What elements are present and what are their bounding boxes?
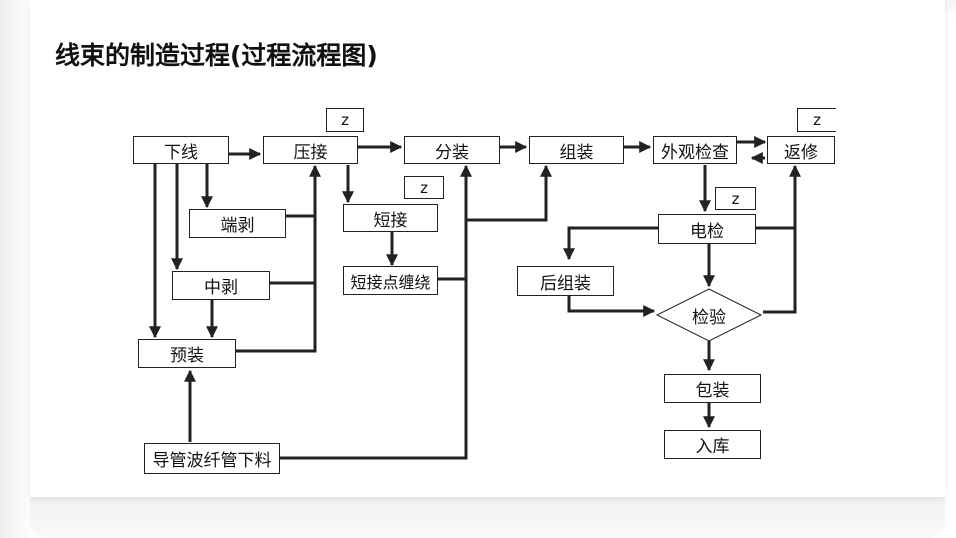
node-zuzhuang: 组装 <box>529 136 624 164</box>
line-jianyan-fanxiu <box>763 228 797 314</box>
node-yuzhuang: 预装 <box>138 339 236 368</box>
node-baozhuang: 包装 <box>664 374 761 403</box>
node-xiaxian: 下线 <box>133 136 229 164</box>
node-fenzhuang: 分装 <box>404 136 500 164</box>
node-houzuzhuang: 后组装 <box>517 266 614 296</box>
decision-diamond <box>655 288 763 342</box>
left-shadow <box>0 0 34 538</box>
page-title: 线束的制造过程(过程流程图) <box>55 41 378 70</box>
node-ruku: 入库 <box>664 430 761 459</box>
node-fanxiu: 返修 <box>767 136 835 164</box>
node-jianyan: 检验 <box>692 307 726 328</box>
node-duanjie: 短接 <box>343 204 438 232</box>
arrow-to-zuzhuang <box>466 164 552 222</box>
node-duanjie-dian-chanrao: 短接点缠绕 <box>343 266 438 295</box>
content-panel <box>30 0 945 497</box>
z-mark-duanjie: z <box>404 176 444 199</box>
node-daoguan-xialiao: 导管波纤管下料 <box>144 443 280 474</box>
node-duanbo: 端剥 <box>189 209 286 238</box>
z-mark-fanxiu: z <box>797 108 836 132</box>
node-waiguan-jiancha: 外观检查 <box>653 136 737 164</box>
z-mark-dianjian: z <box>715 187 756 210</box>
arrow-yuzhuang-yajie <box>236 164 321 353</box>
node-dianjian: 电检 <box>658 214 756 244</box>
node-zhongbo: 中剥 <box>172 271 270 300</box>
arrow-dianjian-houzuzhuang <box>563 226 658 261</box>
z-mark-yajie: z <box>326 108 364 132</box>
arrow-houzuzhuang-jianyan <box>567 296 656 317</box>
node-yajie: 压接 <box>263 136 358 164</box>
arrow-daoguan-fenzhuang <box>280 164 472 460</box>
arrow-to-fanxiu <box>756 164 801 230</box>
bottom-shadow <box>30 497 945 538</box>
